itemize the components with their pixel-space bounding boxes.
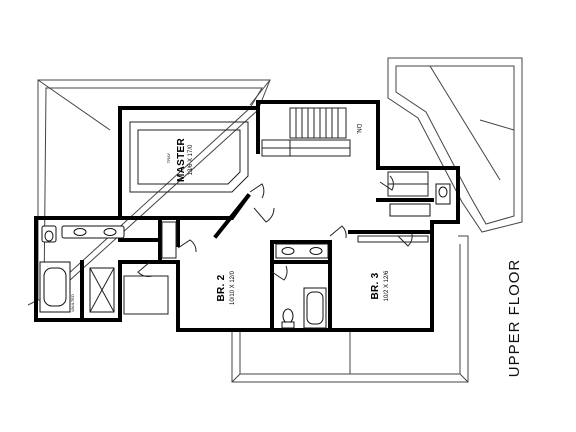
stair-down-label: DN. <box>355 124 361 135</box>
closets <box>161 171 429 259</box>
br3-dims: 10/2 X 12/6 <box>384 270 390 301</box>
room-br2: BR. 2 10/10 X 12/0 <box>216 270 236 305</box>
room-master: TRAY MASTER 13/6 X 17/0 <box>166 138 194 182</box>
br3-label: BR. 3 <box>370 272 381 299</box>
br2-dims: 10/10 X 12/0 <box>230 270 236 305</box>
roof-outline-right <box>387 57 523 233</box>
master-bath-fixtures: VAULTED <box>39 225 169 315</box>
interior-walls <box>80 106 434 332</box>
plan-title: UPPER FLOOR <box>506 259 523 378</box>
roof-outline-bottom <box>231 235 469 383</box>
master-tray-ceiling <box>129 121 249 193</box>
exterior-walls <box>34 100 460 332</box>
master-label: MASTER <box>176 138 187 182</box>
bath-3-fixtures <box>389 183 451 217</box>
bath-2-fixtures <box>275 243 329 329</box>
master-ceiling-note: TRAY <box>166 152 171 163</box>
room-br3: BR. 3 10/2 X 12/6 <box>370 270 390 301</box>
staircase: DN. <box>261 107 361 157</box>
master-dims: 13/6 X 17/0 <box>188 144 194 175</box>
br2-label: BR. 2 <box>216 274 227 301</box>
vaulted-label: VAULTED <box>70 294 75 312</box>
